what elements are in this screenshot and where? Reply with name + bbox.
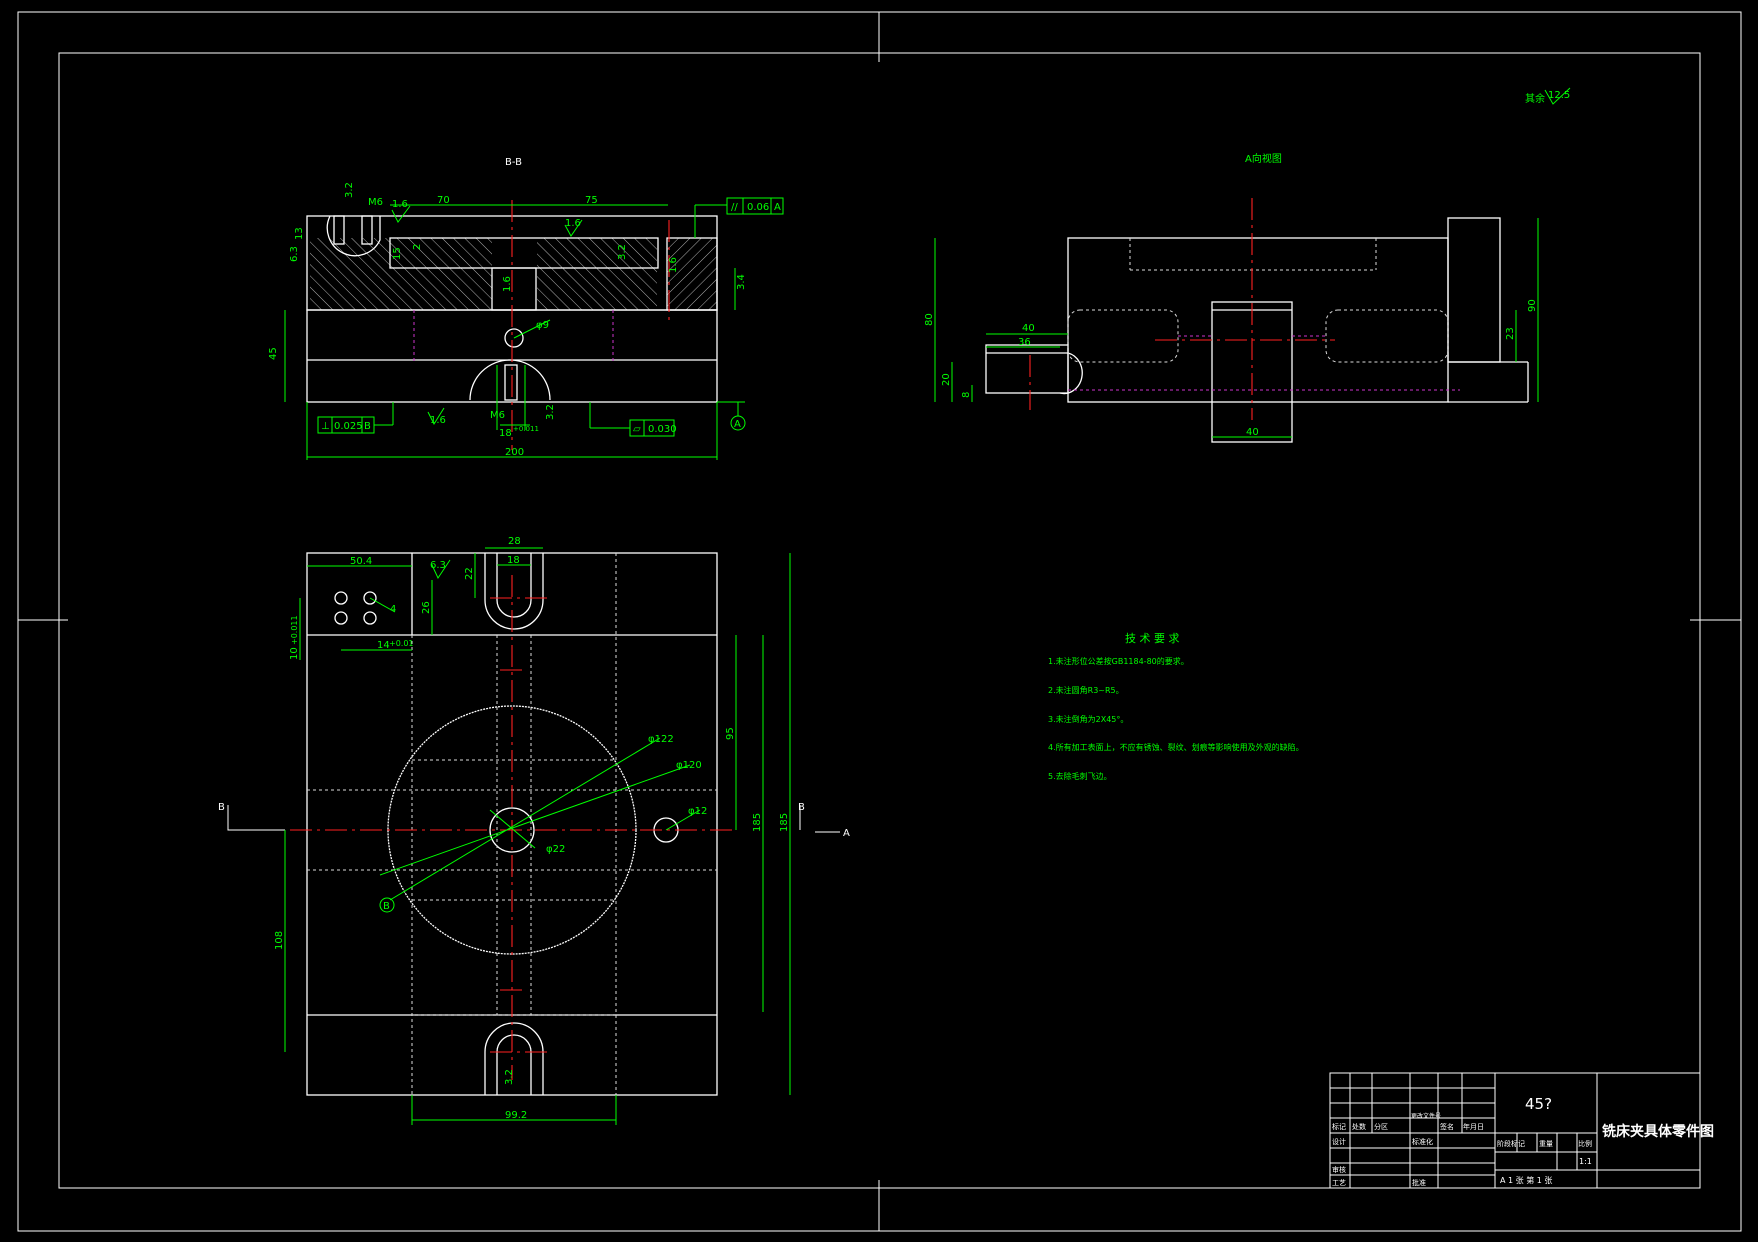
dim-m6-top: M6 (368, 197, 383, 208)
plan-dim-phi12: φ12 (688, 806, 707, 817)
dim-phi9: φ9 (536, 320, 549, 331)
title-block-count-label: 处数 (1352, 1122, 1366, 1131)
fcf-perp-datum: B (364, 421, 371, 432)
section-view-title: B-B (505, 157, 522, 168)
plan-dim-10-tol: +0.011 (290, 615, 299, 645)
tech-req-title: 技 术 要 求 (1125, 632, 1180, 645)
roughness-note-label: 其余 (1525, 92, 1545, 105)
fcf-perp-symbol: ⊥ (321, 421, 330, 432)
plan-dim-phi22: φ22 (546, 844, 565, 855)
title-block-std-label: 标准化 (1412, 1137, 1433, 1146)
fcf-parallel-datum: A (774, 202, 781, 213)
plan-dim-22: 22 (464, 567, 475, 580)
dim-3-4: 3.4 (736, 274, 747, 290)
tech-req-item: 1.未注形位公差按GB1184-80的要求。 (1048, 656, 1189, 666)
plan-dim-10: 10 (289, 647, 300, 660)
plan-dim-18: 18 (507, 555, 520, 566)
title-block-date-label: 年月日 (1463, 1122, 1484, 1131)
roughness-1-6-e: 1.6 (430, 415, 446, 426)
title-block-scale: 1:1 (1579, 1157, 1592, 1166)
roughness-note-value: 12.5 (1548, 90, 1570, 101)
fcf-flat-value: 0.030 (648, 424, 677, 435)
dim-15: 15 (392, 247, 403, 260)
roughness-1-6-a: 1.6 (392, 199, 408, 210)
a-dim-8: 8 (961, 392, 972, 398)
title-block-design-label: 设计 (1332, 1137, 1346, 1146)
dim-200: 200 (505, 447, 524, 458)
dim-18-tol: +0.011 (513, 425, 539, 433)
plan-dim-28: 28 (508, 536, 521, 547)
dim-45: 45 (268, 347, 279, 360)
roughness-3-2-b: 3.2 (617, 244, 628, 260)
general-roughness-note: 其余 12.5 (1525, 87, 1571, 105)
dim-13: 13 (294, 227, 305, 240)
plan-view: B B A 28 18 50.4 22 26 6.3 14 +0.01 10 +… (218, 536, 850, 1125)
title-block-review-label: 审核 (1332, 1165, 1346, 1174)
fcf-flat-symbol: ▱ (633, 424, 641, 435)
plan-dim-26: 26 (421, 601, 432, 614)
a-dim-80: 80 (924, 313, 935, 326)
plan-dim-phi120: φ120 (676, 760, 702, 771)
title-block-material: 45? (1525, 1095, 1552, 1113)
drawing-frame (17, 11, 1742, 1232)
plan-dim-95: 95 (725, 727, 736, 740)
a-direction-view: A向视图 80 20 8 40 36 40 90 (924, 152, 1539, 443)
dim-18: 18 (499, 428, 512, 439)
roughness-1-6-b: 1.6 (565, 218, 581, 229)
tech-req-item: 3.未注倒角为2X45°。 (1048, 714, 1128, 724)
title-block-mark-label: 标记 (1332, 1122, 1346, 1131)
roughness-3-2-a: 3.2 (344, 182, 355, 198)
view-arrow-a: A (843, 828, 850, 839)
title-block-process-label: 工艺 (1332, 1179, 1346, 1187)
a-dim-20: 20 (941, 373, 952, 386)
title-block-sheet: A 1 张 第 1 张 (1500, 1175, 1552, 1185)
title-block-sign-label: 签名 (1440, 1122, 1454, 1131)
plan-dim-185-b: 185 (779, 813, 790, 832)
plan-dim-4: 4 (390, 604, 396, 615)
a-dim-23: 23 (1505, 327, 1516, 340)
roughness-6-3: 6.3 (289, 246, 300, 262)
plan-dim-185: 185 (752, 813, 763, 832)
fcf-parallel-value: 0.06 (747, 202, 769, 213)
plan-dim-14: 14 (377, 640, 390, 651)
section-marker-b-right: B (798, 802, 805, 813)
technical-requirements: 技 术 要 求 1.未注形位公差按GB1184-80的要求。 2.未注圆角R3~… (1048, 632, 1304, 781)
tech-req-item: 4.所有加工表面上，不应有锈蚀、裂纹、划痕等影响使用及外观的缺陷。 (1048, 742, 1304, 752)
plan-dim-108: 108 (274, 931, 285, 950)
fcf-perp-value: 0.025 (334, 421, 363, 432)
datum-b-label: B (383, 901, 390, 912)
section-marker-b-left: B (218, 802, 225, 813)
dim-70: 70 (437, 195, 450, 206)
datum-a-label: A (734, 419, 741, 430)
title-block-stage-label: 阶段标记 (1497, 1139, 1525, 1148)
plan-dim-14-tol: +0.01 (389, 639, 414, 648)
a-dim-40-top: 40 (1022, 323, 1035, 334)
roughness-1-6-d: 1.6 (668, 257, 679, 273)
title-block-ratio-label: 比例 (1578, 1139, 1592, 1148)
title-block-weight-label: 重量 (1539, 1140, 1553, 1148)
section-view-bb: B-B 70 75 4 (268, 157, 784, 460)
fcf-parallel-symbol: // (731, 202, 738, 213)
title-block-approve-label: 批准 (1412, 1178, 1426, 1187)
roughness-3-2-c: 3.2 (545, 404, 556, 420)
a-dim-36: 36 (1018, 337, 1031, 348)
tech-req-item: 2.未注圆角R3~R5。 (1048, 685, 1124, 695)
plan-roughness-3-2: 3.2 (504, 1069, 515, 1085)
title-block-drawing-name: 铣床夹具体零件图 (1602, 1123, 1714, 1140)
plan-dim-50-4: 50.4 (350, 556, 372, 567)
title-block-zone-label: 分区 (1374, 1122, 1388, 1131)
a-view-title: A向视图 (1245, 152, 1282, 165)
title-block: 45? 铣床夹具体零件图 1:1 A 1 张 第 1 张 阶段标记 重量 比例 … (1329, 1072, 1714, 1189)
plan-roughness-6-3: 6.3 (430, 560, 446, 571)
plan-dim-99-2: 99.2 (505, 1110, 527, 1121)
dim-2: 2 (412, 244, 423, 250)
title-block-change-label: 更改文件号 (1411, 1112, 1441, 1120)
tech-req-item: 5.去除毛刺飞边。 (1048, 771, 1112, 781)
a-dim-90: 90 (1527, 299, 1538, 312)
a-dim-40-bottom: 40 (1246, 427, 1259, 438)
dim-75: 75 (585, 195, 598, 206)
plan-dim-phi122: φ122 (648, 734, 674, 745)
roughness-1-6-c: 1.6 (502, 276, 513, 292)
